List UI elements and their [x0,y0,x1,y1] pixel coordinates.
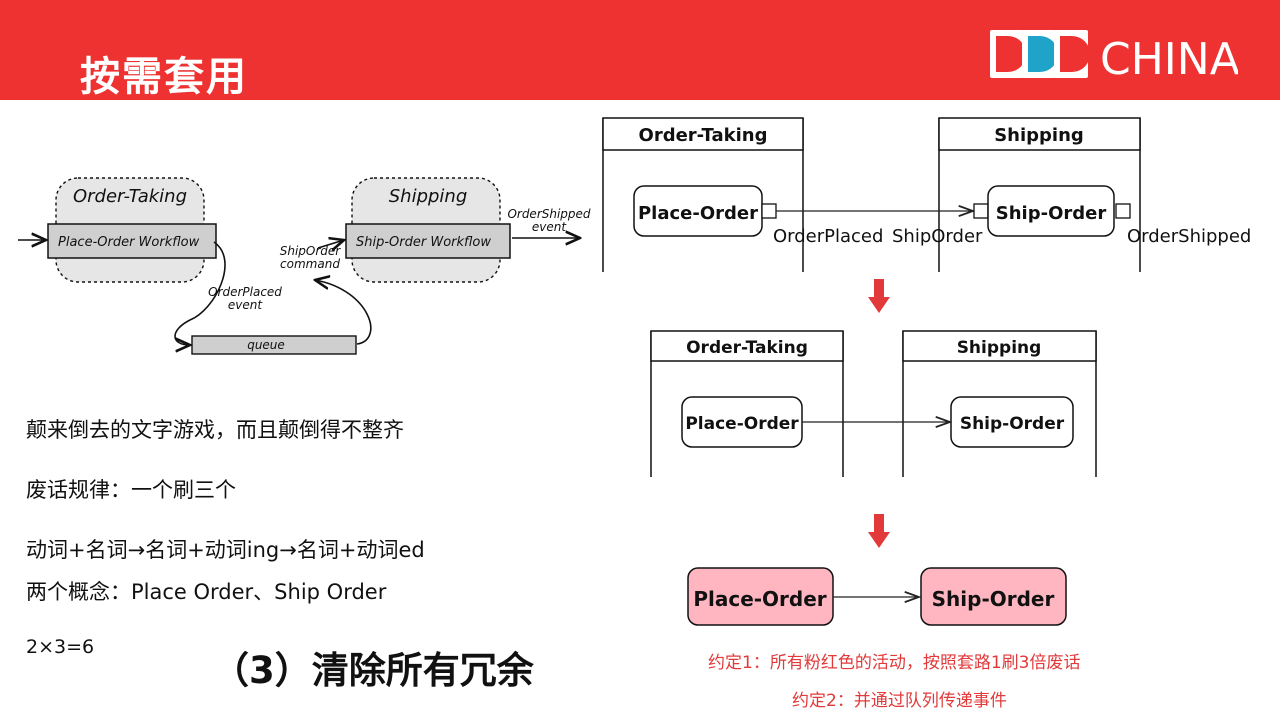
order-placed-label-2: event [228,298,263,312]
order-shipped-label-2: event [532,220,567,234]
diagram-simplified: Order-Taking Shipping Place-Order Ship-O… [650,330,1097,477]
red-down-arrow-2 [868,514,890,548]
page-title: 按需套用 [80,54,248,100]
activity-ship-order-pink-label: Ship-Order [932,587,1055,611]
activity-place-order-2-label: Place-Order [685,414,799,434]
port-in-ship-order [973,203,989,219]
activity-ship-order-label: Ship-Order [996,203,1107,224]
context-order-taking-2-title: Order-Taking [686,338,808,358]
context-shipping-title: Shipping [994,125,1084,146]
diagram-detailed: Order-Taking Shipping Place-Order Ship-O… [602,117,1251,272]
body-line-3: 动词+名词→名词+动词ing→名词+动词ed [26,538,425,562]
diagram-minimal: Place-Order Ship-Order [687,567,1067,626]
body-line-1: 颠来倒去的文字游戏，而且颠倒得不整齐 [26,418,404,442]
order-taking-label: Order-Taking [73,186,187,207]
order-placed-curve [174,241,226,345]
shipping-label: Shipping [389,186,468,207]
ddd-logo-mark [990,30,1090,78]
label-ship-order: ShipOrder [892,226,983,247]
context-order-taking: Order-Taking [602,117,804,272]
section-heading: （3）清除所有冗余 [212,649,534,692]
place-order-workflow-label: Place-Order Workflow [58,235,200,250]
ship-order-workflow-box [345,223,511,259]
workflow-sketch: Order-Taking Place-Order Workflow Shippi… [18,177,591,355]
ship-order-curve [315,280,372,345]
context-order-taking-title: Order-Taking [639,125,768,146]
red-down-arrow-1 [868,279,890,313]
context-order-taking-2: Order-Taking [650,330,844,477]
ship-order-label-1: ShipOrder [280,244,342,258]
label-order-placed: OrderPlaced [773,226,883,247]
activity-ship-order-2 [950,396,1074,448]
queue-box [191,335,357,355]
order-placed-label-1: OrderPlaced [208,285,282,299]
activity-ship-order-pink [920,567,1067,626]
ship-order-label-2: command [280,257,340,271]
activity-place-order-label: Place-Order [638,203,758,224]
order-shipped-label-1: OrderShipped [507,207,590,221]
activity-place-order-pink-label: Place-Order [693,587,826,611]
label-order-shipped: OrderShipped [1127,226,1251,247]
context-shipping: Shipping [938,117,1141,272]
activity-ship-order [987,185,1115,237]
place-order-workflow-box [47,223,217,259]
context-shipping-2-title: Shipping [957,338,1042,358]
note-rule-1: 约定1：所有粉红色的活动，按照套路1刷3倍废话 [708,653,1081,673]
context-shipping-2: Shipping [902,330,1097,477]
logo-text: CHINA [1100,34,1238,84]
body-line-4: 两个概念：Place Order、Ship Order [26,580,387,604]
dddchina-logo: CHINA [990,30,1238,84]
ship-command-arrow [317,240,344,248]
note-rule-2: 约定2：并通过队列传递事件 [792,691,1007,711]
body-line-5: 2×3=6 [26,636,95,658]
queue-label: queue [247,338,285,352]
ship-order-workflow-label: Ship-Order Workflow [356,235,491,250]
port-out-order-shipped [1115,203,1131,219]
port-out-order-placed [761,203,777,219]
body-line-2: 废话规律：一个刷三个 [26,478,236,502]
activity-ship-order-2-label: Ship-Order [960,414,1065,434]
